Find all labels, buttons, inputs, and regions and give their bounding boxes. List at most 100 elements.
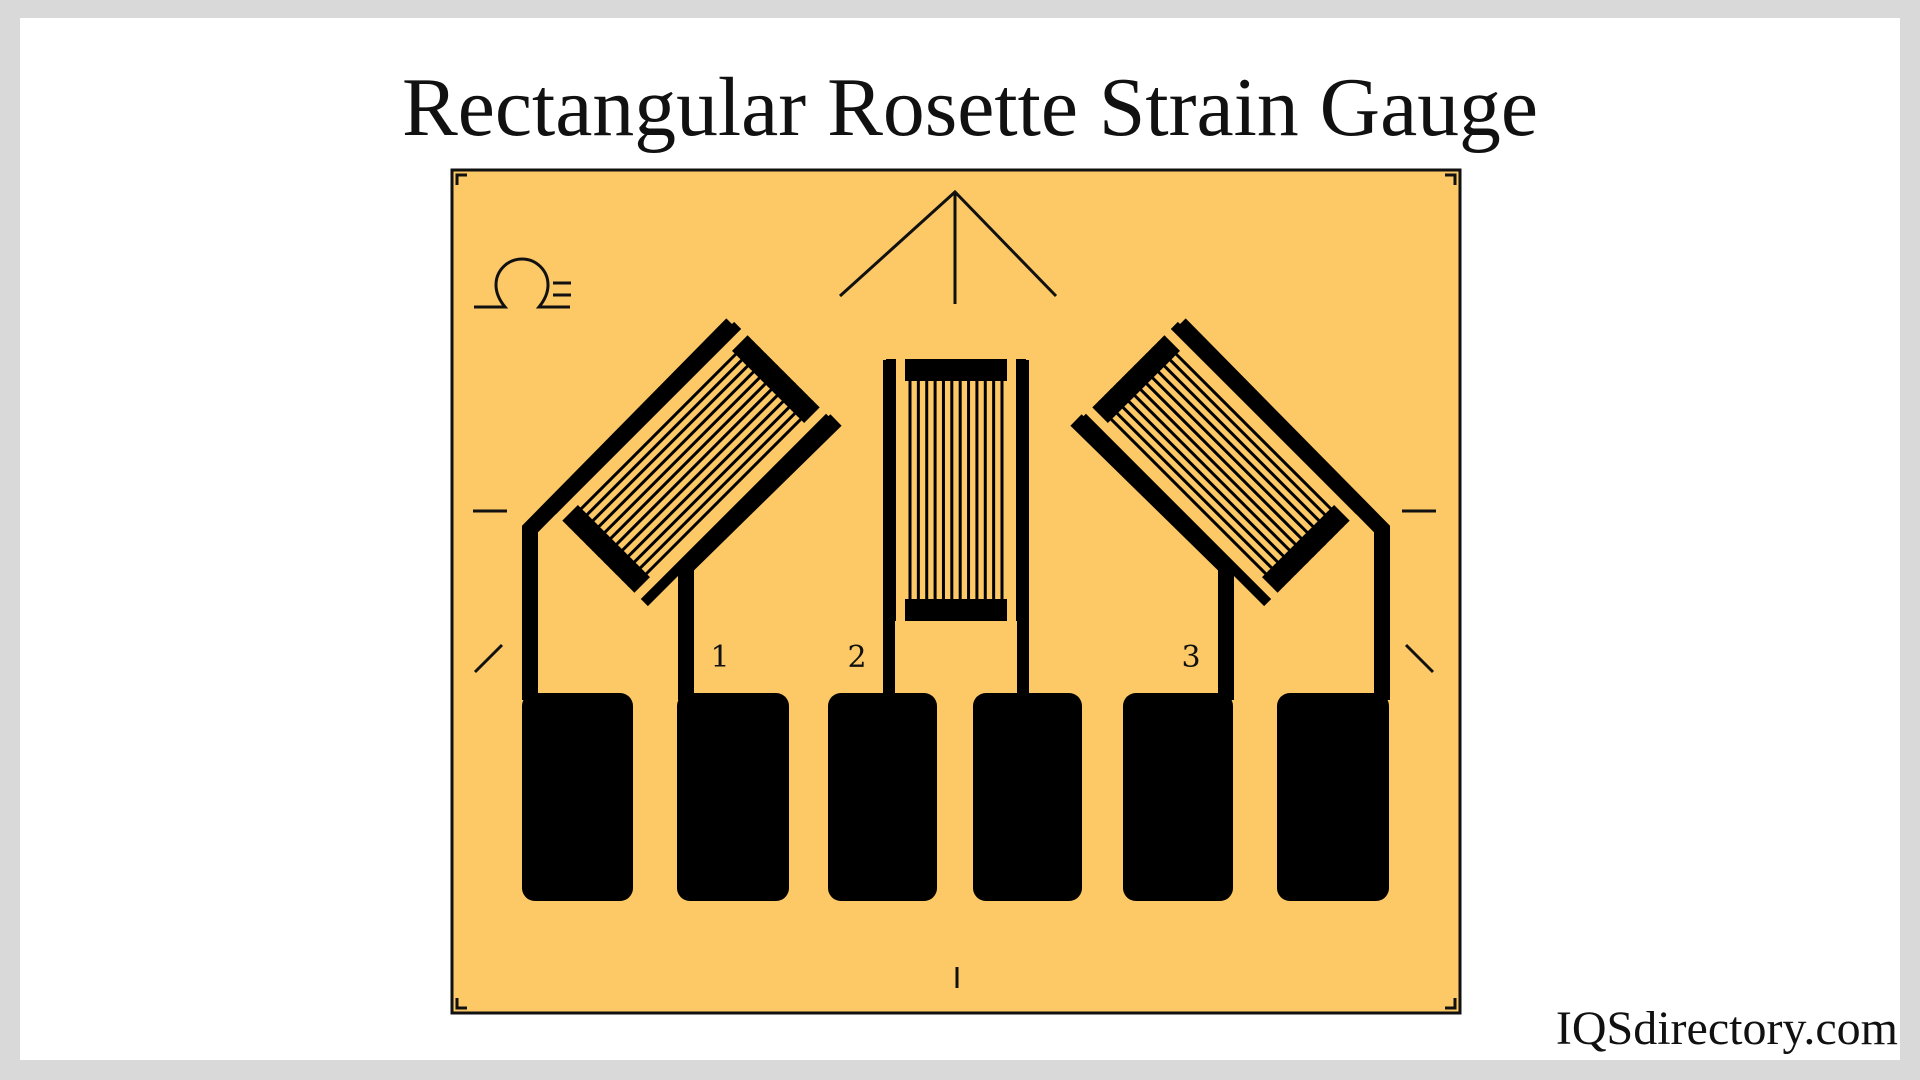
corner-mark-bottom-right <box>1445 998 1457 1010</box>
grid-end-tab <box>980 359 991 381</box>
grid-2 <box>886 359 1026 621</box>
grid-filament <box>611 384 788 561</box>
grid-end-tab <box>597 540 621 564</box>
grid-filament <box>1159 349 1336 526</box>
grid-end-tab <box>1151 341 1175 364</box>
corner-mark-top-right <box>1445 173 1457 185</box>
grid-filament <box>1124 384 1301 561</box>
corner-mark-bottom-left <box>455 998 467 1010</box>
grid-end-tab <box>574 516 597 540</box>
grid-end-tab <box>1309 522 1332 546</box>
grid-end-tab <box>946 359 957 381</box>
grid-end-tab <box>732 335 755 358</box>
grid-end-tab <box>1297 534 1321 558</box>
grid-1 <box>548 321 834 607</box>
grid-end-tab <box>963 359 974 381</box>
grid-end-tab <box>749 353 773 376</box>
grid-label-3: 3 <box>1181 640 1200 675</box>
grid-end-tab <box>1285 546 1309 570</box>
grid-filament <box>983 367 987 613</box>
grid-end-tab <box>1145 347 1169 370</box>
grid-filament <box>950 367 954 613</box>
grid-end-tab <box>1139 353 1163 376</box>
grid-filament <box>1130 378 1307 555</box>
grid-filament <box>1141 367 1318 544</box>
grid-filament <box>1135 373 1312 550</box>
alignment-marks <box>473 509 1436 988</box>
grid-end-tab <box>930 599 941 621</box>
grid-filament <box>1106 402 1283 579</box>
grid-filament <box>1147 361 1324 538</box>
solder-pad-3 <box>828 693 937 901</box>
grid-filament <box>1112 396 1289 573</box>
grid-filament <box>933 367 937 613</box>
grid-filament <box>916 367 920 613</box>
grid-end-tab <box>988 359 999 381</box>
grid-end-tab <box>591 534 615 558</box>
grid-filament <box>570 343 747 520</box>
grid-end-tab <box>1121 370 1145 394</box>
grid-end-tab <box>938 359 949 381</box>
grid-end-tab <box>921 359 932 381</box>
grid-filament <box>1100 408 1277 585</box>
grid-end-tab <box>1157 335 1180 358</box>
solder-pad-4 <box>973 693 1082 901</box>
solder-pad-2 <box>677 693 789 901</box>
grid-filament <box>582 355 759 532</box>
grid-end-tab <box>627 570 650 593</box>
grid-end-tab <box>785 388 808 412</box>
grid-end-tab <box>773 376 797 400</box>
grid-filament <box>908 367 912 613</box>
grid-end-tab <box>737 341 761 364</box>
grid-filament <box>1153 355 1330 532</box>
grid-filament <box>629 402 806 579</box>
solder-pad-5 <box>1123 693 1233 901</box>
grid-end-tab <box>938 599 949 621</box>
grid-end-bar <box>1016 359 1026 621</box>
grid-end-tab <box>1133 358 1157 382</box>
grid-filament <box>1118 390 1295 567</box>
grid-end-tab <box>971 599 982 621</box>
grid-filament <box>975 367 979 613</box>
alignment-mark-left-diagonal <box>473 643 504 674</box>
corner-mark-top-left <box>455 173 467 185</box>
grid-end-tab <box>609 552 633 575</box>
grid-end-tab <box>963 599 974 621</box>
grid-end-tab <box>1115 376 1139 400</box>
measurement-grids <box>548 321 1364 621</box>
grid-end-tab <box>779 382 802 406</box>
grid-filament <box>941 367 945 613</box>
grid-end-tab <box>1262 570 1285 593</box>
grid-filament <box>1000 367 1004 613</box>
grid-label-1: 1 <box>710 640 729 675</box>
grid-end-bar <box>1078 413 1272 607</box>
watermark: IQSdirectory.com <box>1556 1002 1898 1055</box>
grid-end-tab <box>562 505 585 528</box>
grid-end-tab <box>1321 510 1344 534</box>
grid-end-bar <box>1170 321 1364 515</box>
grid-end-tab <box>621 564 645 587</box>
grid-end-tab <box>913 359 924 381</box>
omega-icon <box>474 257 571 309</box>
grid-filament <box>576 349 753 526</box>
grid-end-tab <box>1267 564 1291 587</box>
grid-filament <box>967 367 971 613</box>
grid-end-tab <box>1279 552 1303 575</box>
grid-end-tab <box>1273 558 1297 581</box>
grid-filament <box>594 367 771 544</box>
grid-end-tab <box>580 522 603 546</box>
grid-end-tab <box>1104 388 1127 412</box>
grid-end-tab <box>1315 516 1338 540</box>
grid-end-tab <box>615 558 639 581</box>
grid-end-tab <box>1127 364 1151 388</box>
corner-marks <box>455 173 1457 1010</box>
grid-end-tab <box>997 359 1007 381</box>
grid-end-tab <box>955 359 966 381</box>
grid-end-tab <box>905 359 915 381</box>
grid-filament <box>588 361 765 538</box>
grid-end-tab <box>955 599 966 621</box>
grid-end-bar <box>886 359 896 621</box>
grid-end-tab <box>761 364 785 388</box>
solder-pad-1 <box>522 693 633 901</box>
grid-end-tab <box>921 599 932 621</box>
